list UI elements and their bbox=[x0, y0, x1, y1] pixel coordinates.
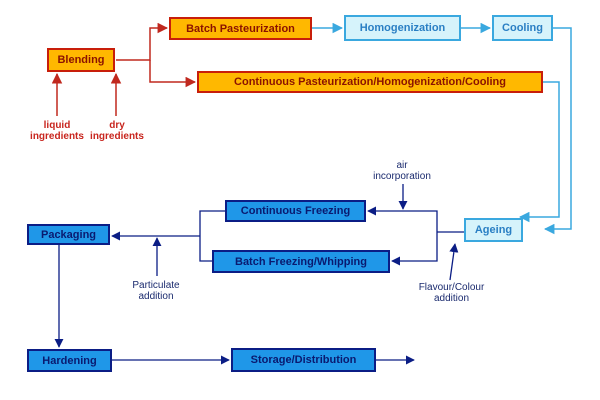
arrow-flavour-addition bbox=[449, 243, 459, 281]
label-flavour-colour-addition: Flavour/Colour addition bbox=[404, 282, 499, 304]
node-homogenization: Homogenization bbox=[344, 15, 461, 41]
arrow-blending-to-continuous bbox=[149, 60, 197, 88]
arrow-blending-to-batch-pasteurization bbox=[116, 22, 169, 61]
label-liquid-ingredients: liquid ingredients bbox=[12, 120, 102, 142]
node-hardening: Hardening bbox=[27, 349, 112, 372]
label-air-line1: air bbox=[396, 160, 408, 171]
label-particulate-addition: Particulate addition bbox=[116, 280, 196, 302]
label-liquid-line1: liquid bbox=[43, 120, 71, 131]
label-liquid-line2: ingredients bbox=[30, 131, 84, 142]
node-continuous-freezing: Continuous Freezing bbox=[225, 200, 366, 222]
label-dry-line2: ingredients bbox=[90, 131, 144, 142]
arrow-continuous-to-ageing bbox=[518, 81, 560, 223]
node-blending: Blending bbox=[47, 48, 115, 72]
node-packaging: Packaging bbox=[27, 224, 110, 245]
node-ageing: Ageing bbox=[464, 218, 523, 242]
label-particulate-line2: addition bbox=[138, 291, 174, 302]
node-batch-pasteurization: Batch Pasteurization bbox=[169, 17, 312, 40]
label-air-incorporation: air incorporation bbox=[357, 160, 447, 182]
label-dry-line1: dry bbox=[109, 120, 125, 131]
arrow-split-to-batch-freezing bbox=[391, 232, 438, 266]
node-cooling: Cooling bbox=[492, 15, 553, 41]
label-particulate-line1: Particulate bbox=[132, 280, 180, 291]
label-flavour-line1: Flavour/Colour bbox=[418, 282, 485, 293]
label-air-line2: incorporation bbox=[373, 171, 431, 182]
label-dry-ingredients: dry ingredients bbox=[76, 120, 158, 142]
arrow-split-to-continuous-freezing bbox=[367, 206, 438, 232]
node-storage-distribution: Storage/Distribution bbox=[231, 348, 376, 372]
node-continuous-pasteurization-homogenization-cooling: Continuous Pasteurization/Homogenization… bbox=[197, 71, 543, 93]
node-batch-freezing-whipping: Batch Freezing/Whipping bbox=[212, 250, 390, 273]
label-flavour-line2: addition bbox=[433, 293, 470, 304]
arrow-cooling-to-ageing bbox=[543, 27, 572, 235]
